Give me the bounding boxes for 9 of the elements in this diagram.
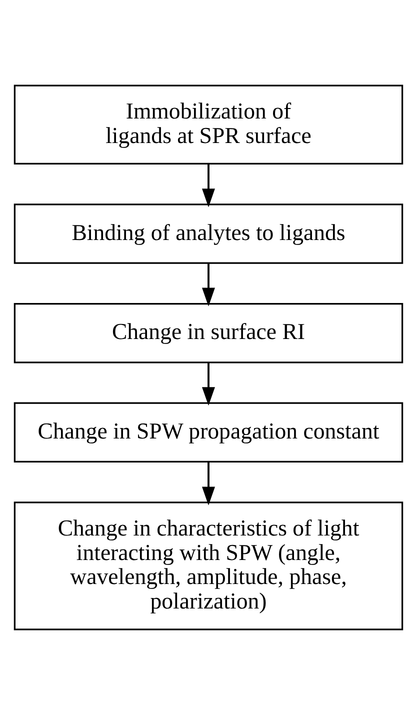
arrow	[202, 462, 215, 506]
node-box: Change in SPW propagation constant	[14, 402, 404, 463]
arrow	[202, 362, 215, 406]
node-box: Change in surface RI	[14, 302, 404, 364]
node-box: Binding of analytes to ligands	[14, 204, 404, 264]
node-box: Change in characteristics of light interacting with SPW (angle, wavelength, amplitude, phase, polarization)	[14, 502, 404, 630]
arrow	[202, 164, 215, 208]
arrow	[202, 263, 215, 306]
node-box: Immobilization of ligands at SPR surface	[14, 84, 404, 164]
